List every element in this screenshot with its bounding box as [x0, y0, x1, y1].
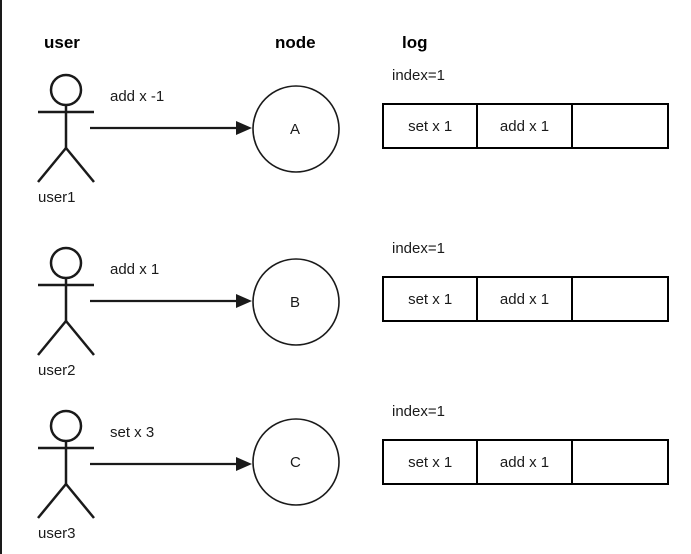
log-cell: [572, 441, 668, 483]
log-cell: [572, 278, 668, 320]
node-circle: [252, 258, 340, 346]
actor-label: user1: [38, 189, 76, 206]
log-table: set x 1 add x 1: [382, 103, 669, 149]
node-label: A: [290, 121, 301, 138]
stick-figure-icon: [37, 409, 95, 519]
column-header-user: user: [44, 33, 80, 52]
node-circle: [252, 418, 340, 506]
column-header-log: log: [402, 33, 428, 52]
log-cell: set x 1: [384, 278, 479, 320]
log-index-label: index=1: [392, 403, 445, 420]
arrow-icon: [90, 121, 252, 135]
actor-label: user3: [38, 525, 76, 542]
node-label: B: [290, 294, 301, 311]
log-cell: set x 1: [384, 105, 479, 147]
stick-figure-icon: [37, 73, 95, 183]
node-circle: [252, 85, 340, 173]
log-cell: set x 1: [384, 441, 479, 483]
arrow-icon: [90, 457, 252, 471]
log-table: set x 1 add x 1: [382, 439, 669, 485]
column-header-node: node: [275, 33, 316, 52]
edge-label: set x 3: [110, 424, 155, 441]
log-cell: add x 1: [478, 441, 573, 483]
log-table: set x 1 add x 1: [382, 276, 669, 322]
edge-label: add x 1: [110, 261, 160, 278]
log-index-label: index=1: [392, 240, 445, 257]
edge-label: add x -1: [110, 88, 165, 105]
log-cell: add x 1: [478, 278, 573, 320]
log-cell: [572, 105, 668, 147]
log-cell: add x 1: [478, 105, 573, 147]
log-index-label: index=1: [392, 67, 445, 84]
arrow-icon: [90, 294, 252, 308]
actor-label: user2: [38, 362, 76, 379]
stick-figure-icon: [37, 246, 95, 356]
node-label: C: [290, 454, 301, 471]
